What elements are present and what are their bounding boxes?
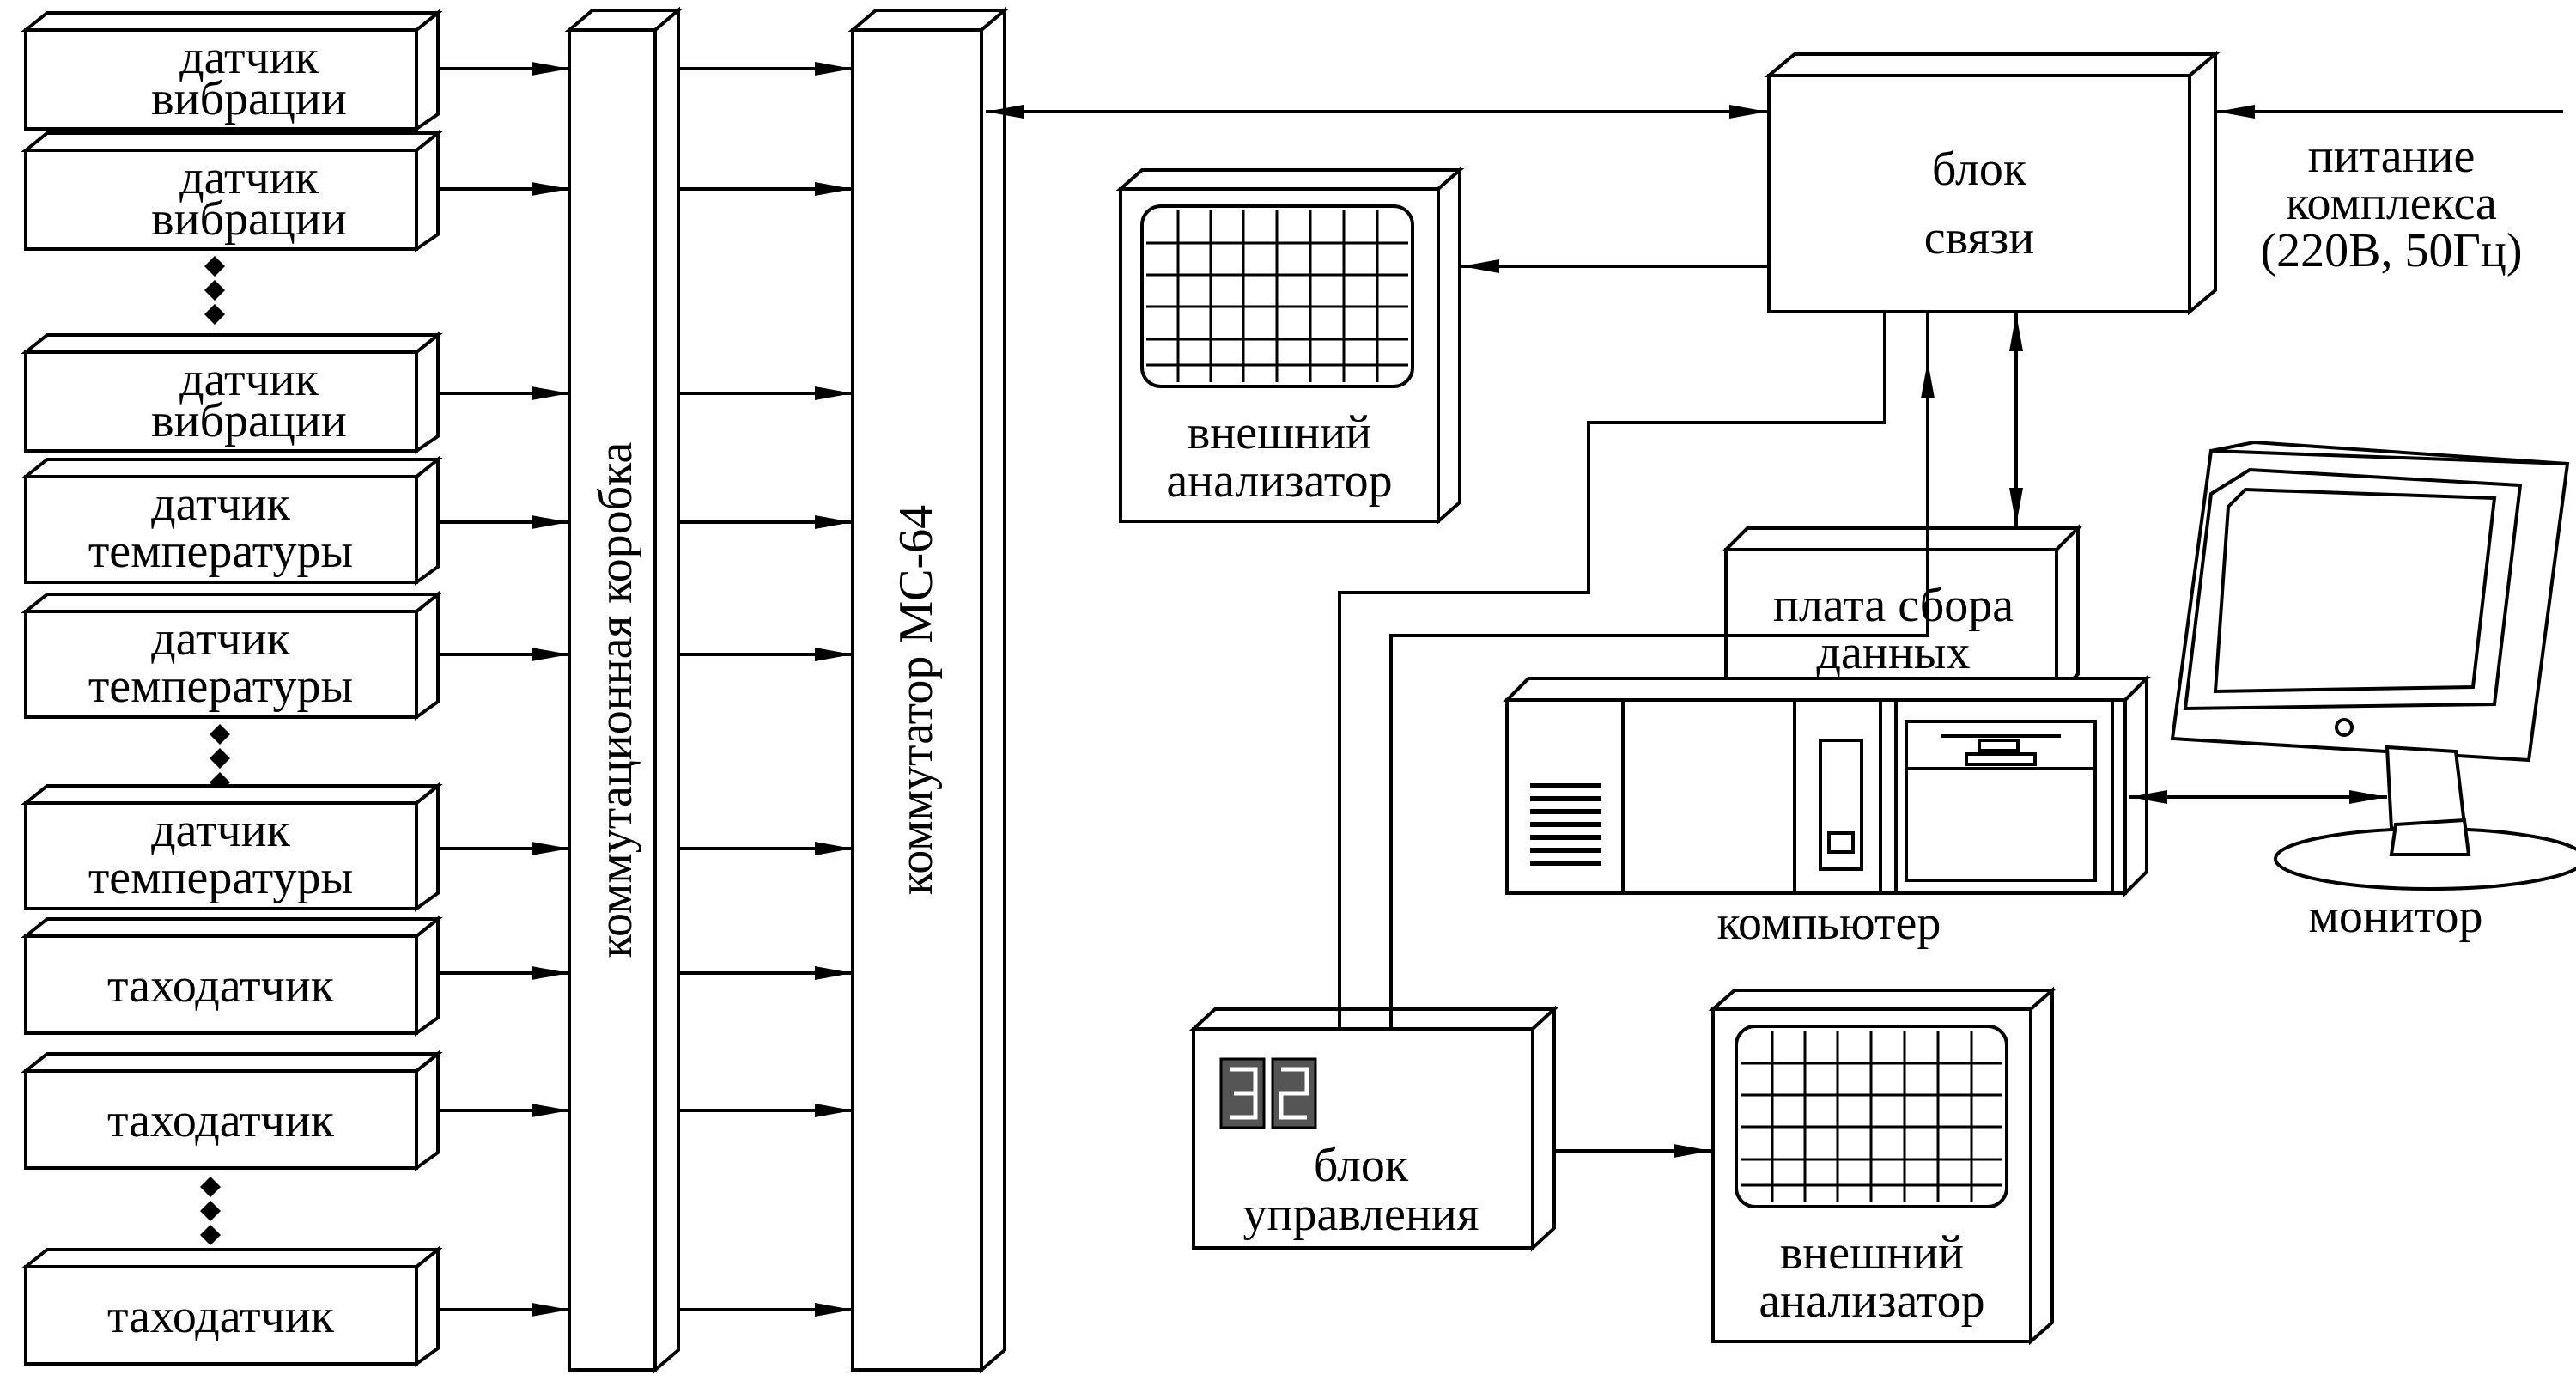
tacho-sensor-2-label: таходатчик: [107, 1094, 335, 1147]
ellipsis-dots-3: [200, 1177, 221, 1245]
temperature-sensor-2-line1: датчик: [151, 612, 291, 666]
sensor-column: датчик вибрации датчик вибрации датчик в…: [21, 9, 443, 1367]
power-line2: комплекса: [2286, 177, 2497, 230]
commutator-label: коммутатор МС-64: [890, 505, 943, 895]
vibration-sensor-3-line2: вибрации: [151, 394, 347, 447]
analyzer-bottom-line2: анализатор: [1759, 1275, 1984, 1328]
comm-block: блок связи: [1764, 50, 2221, 316]
tacho-sensor-3: таходатчик: [21, 1245, 443, 1367]
temperature-sensor-3: датчик температуры: [21, 782, 443, 912]
ellipsis-dots-1: [204, 256, 225, 325]
temperature-sensor-2-line2: температуры: [88, 660, 353, 713]
junction-box: коммутационная коробка: [564, 6, 683, 1374]
junction-box-label: коммутационная коробка: [589, 441, 642, 958]
ellipsis-dots-2: [210, 724, 230, 793]
tacho-sensor-1: таходатчик: [21, 915, 443, 1037]
power-line3: (220В, 50Гц): [2261, 224, 2523, 277]
analyzer-top-line2: анализатор: [1166, 454, 1392, 508]
control-wiring: [1338, 313, 1935, 1029]
vibration-sensor-2-line1: датчик: [179, 151, 319, 204]
temperature-sensor-3-line1: датчик: [151, 804, 291, 857]
daq-board-line1: плата сбора: [1773, 579, 2014, 632]
sensor-to-junction-arrows: [438, 62, 569, 1317]
computer-label: компьютер: [1717, 897, 1941, 950]
analyzer-bottom-line1: внешний: [1780, 1226, 1964, 1280]
vent-grille-icon: [1530, 783, 1601, 866]
monitor: [2170, 440, 2576, 891]
temperature-sensor-1-line2: температуры: [88, 525, 353, 578]
vibration-sensor-1: датчик вибрации: [21, 9, 443, 132]
external-analyzer-bottom: внешний анализатор: [1708, 986, 2057, 1346]
control-block-line1: блок: [1314, 1139, 1409, 1192]
analyzer-bottom-grid: [1741, 1031, 2002, 1202]
analyzer-top-line1: внешний: [1188, 406, 1371, 459]
external-analyzer-top: внешний анализатор: [1115, 166, 1465, 526]
junction-to-commutator-arrows: [678, 62, 853, 1317]
vibration-sensor-2-line2: вибрации: [151, 192, 347, 246]
power-label: питание комплекса (220В, 50Гц): [2261, 130, 2523, 277]
vibration-sensor-2: датчик вибрации: [21, 129, 443, 252]
vibration-sensor-3-line1: датчик: [179, 353, 319, 406]
analyzer-top-grid: [1146, 210, 1408, 382]
temperature-sensor-3-line2: температуры: [88, 851, 353, 904]
tacho-sensor-2: таходатчик: [21, 1049, 443, 1171]
comm-block-line2: связи: [1924, 211, 2034, 265]
computer: плата сбора данных: [1503, 524, 2151, 897]
vibration-sensor-1-line1: датчик: [179, 31, 319, 84]
monitor-label: монитор: [2308, 890, 2482, 943]
tacho-sensor-1-label: таходатчик: [107, 959, 335, 1013]
comm-block-line1: блок: [1932, 143, 2027, 196]
commutator-mc64: коммутатор МС-64: [848, 6, 1010, 1374]
control-block: блок управления: [1188, 1005, 1559, 1252]
daq-board: плата сбора данных: [1722, 524, 2082, 700]
temperature-sensor-1-line1: датчик: [151, 478, 291, 531]
digital-display-icon: [1219, 1057, 1317, 1129]
vibration-sensor-1-line2: вибрации: [151, 72, 347, 125]
temperature-sensor-2: датчик температуры: [21, 590, 443, 721]
temperature-sensor-1: датчик температуры: [21, 455, 443, 586]
vibration-sensor-3: датчик вибрации: [21, 331, 443, 454]
power-line1: питание: [2308, 130, 2476, 183]
tacho-sensor-3-label: таходатчик: [107, 1290, 335, 1343]
control-block-line2: управления: [1242, 1188, 1479, 1241]
